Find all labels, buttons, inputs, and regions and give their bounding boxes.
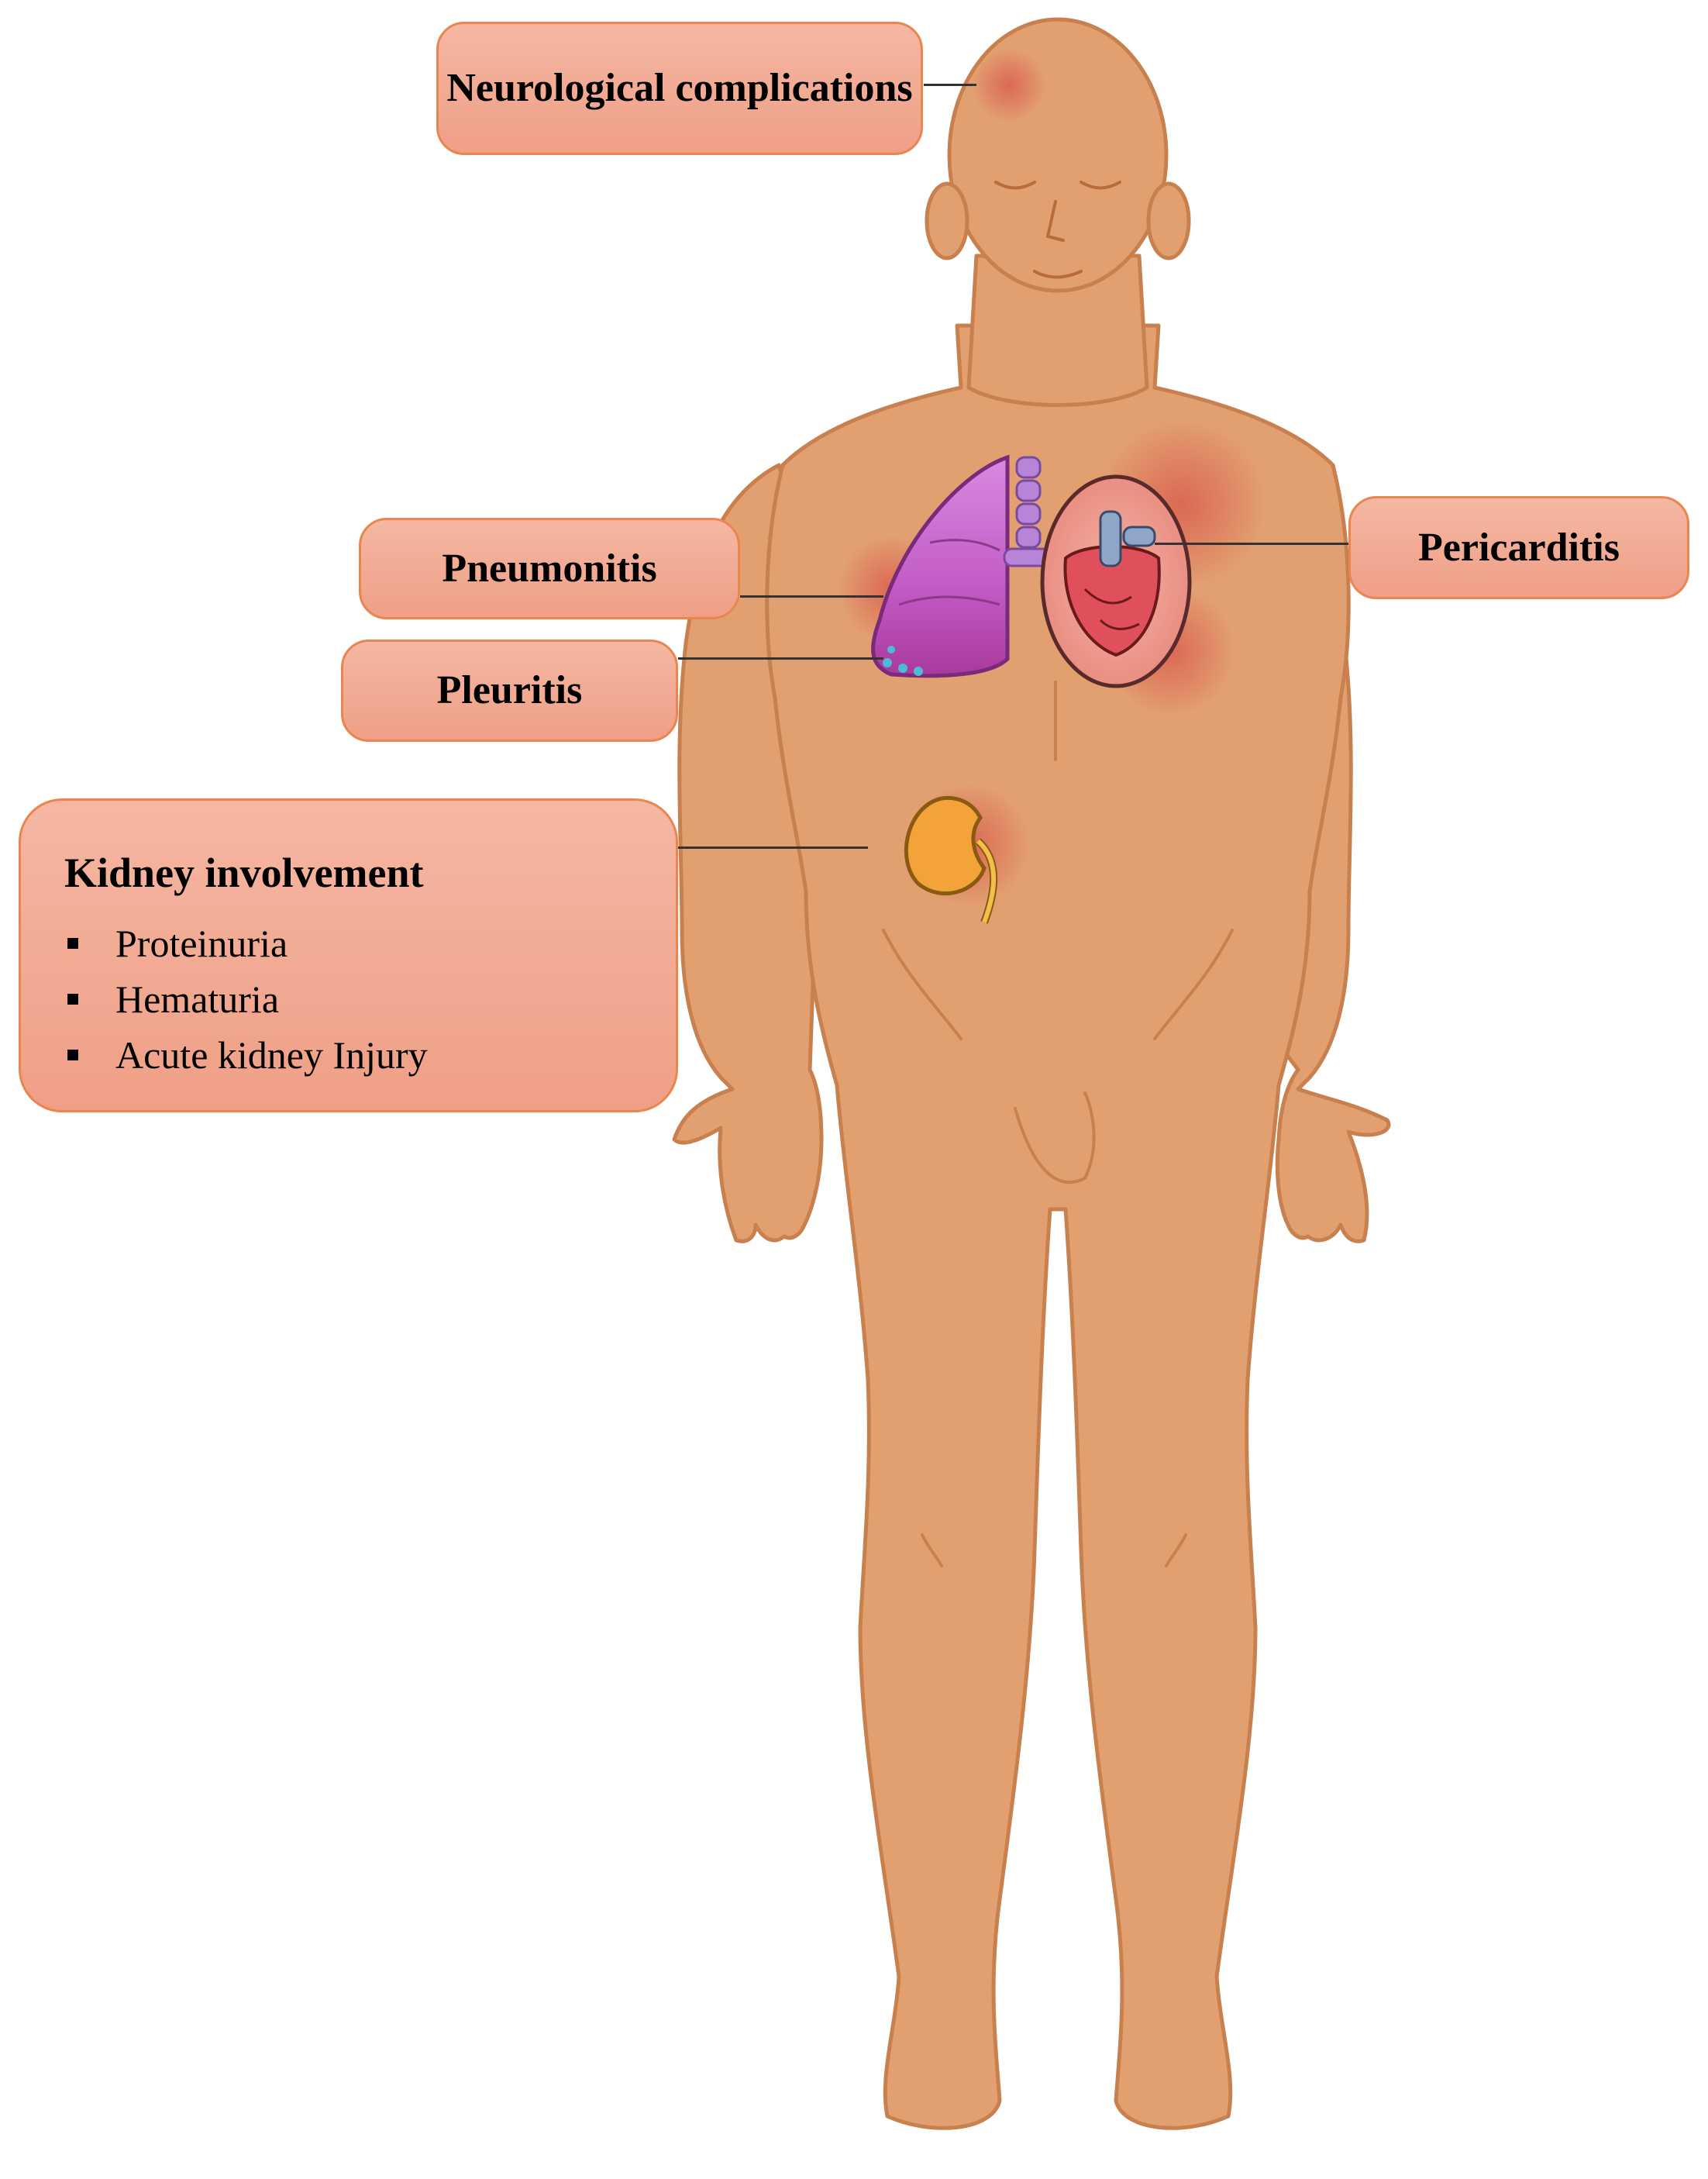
ear-right-shape bbox=[1146, 181, 1191, 260]
connector-pleuritis bbox=[678, 657, 883, 660]
kidney-item-aki: Acute kidney Injury bbox=[64, 1027, 676, 1083]
kidney-item-proteinuria: Proteinuria bbox=[64, 915, 676, 971]
pericarditis-label: Pericarditis bbox=[1418, 525, 1620, 570]
face-features bbox=[994, 181, 1121, 279]
kidney bbox=[904, 795, 998, 924]
connector-neurological bbox=[924, 84, 976, 86]
ear-left-shape bbox=[925, 181, 969, 260]
connector-kidney bbox=[678, 846, 868, 849]
callout-kidney: Kidney involvement Proteinuria Hematuria… bbox=[19, 798, 678, 1112]
heart bbox=[1040, 474, 1192, 688]
lung bbox=[871, 454, 1052, 678]
callout-pleuritis: Pleuritis bbox=[341, 640, 678, 742]
neurological-label: Neurological complications bbox=[446, 66, 913, 111]
connector-pneumonitis bbox=[740, 595, 883, 598]
kidney-list: Proteinuria Hematuria Acute kidney Injur… bbox=[64, 915, 676, 1083]
body-silhouette bbox=[672, 17, 1391, 2130]
connector-pericarditis bbox=[1155, 543, 1348, 545]
callout-neurological: Neurological complications bbox=[436, 22, 923, 155]
pleuritis-label: Pleuritis bbox=[436, 668, 583, 713]
head-inflammation bbox=[972, 48, 1046, 122]
neck-shape bbox=[966, 253, 1149, 407]
callout-pneumonitis: Pneumonitis bbox=[359, 518, 740, 619]
kidney-item-hematuria: Hematuria bbox=[64, 971, 676, 1027]
pneumonitis-label: Pneumonitis bbox=[442, 546, 657, 591]
kidney-title: Kidney involvement bbox=[64, 850, 424, 896]
callout-pericarditis: Pericarditis bbox=[1348, 496, 1689, 599]
body-contours bbox=[882, 681, 1234, 1567]
torso-shape bbox=[765, 323, 1351, 2130]
